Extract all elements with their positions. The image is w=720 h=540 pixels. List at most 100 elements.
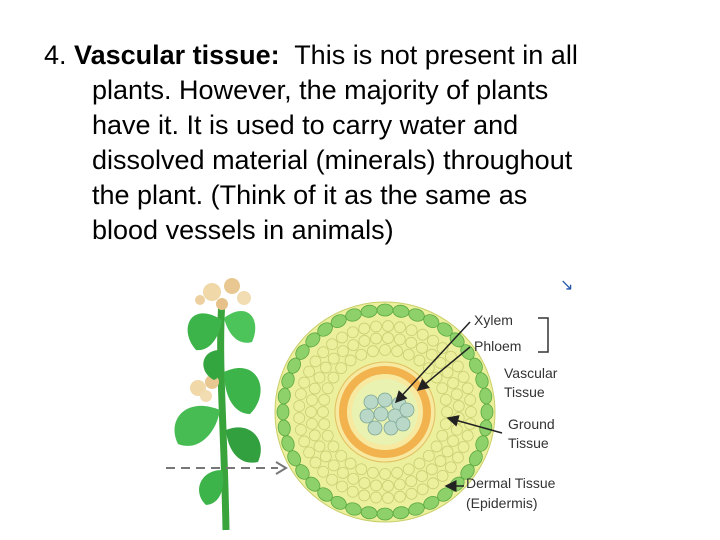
ground-cell xyxy=(358,477,371,489)
ground-cell xyxy=(319,361,332,374)
ground-cell xyxy=(452,400,465,412)
slide-body-text: 4. Vascular tissue: This is not present … xyxy=(44,38,694,248)
ground-cell xyxy=(427,334,439,347)
ground-cell xyxy=(394,321,406,334)
text-line-5: the plant. (Think of it as the same as xyxy=(92,180,528,210)
ground-cell xyxy=(319,450,332,463)
ground-cell xyxy=(382,332,394,344)
ground-cell xyxy=(405,475,418,488)
ground-cell xyxy=(327,440,340,453)
ground-cell xyxy=(346,326,359,339)
label-vascular-1: Vascular xyxy=(504,365,558,381)
text-line-6: blood vessels in animals) xyxy=(92,215,394,245)
stem-cross-section xyxy=(274,301,496,523)
ground-cell xyxy=(336,331,348,344)
label-dermal-1: Dermal Tissue xyxy=(466,475,556,491)
ground-cell xyxy=(367,466,379,479)
ground-cell xyxy=(358,335,371,347)
tiny-cursor-mark: ↘ xyxy=(560,277,573,294)
ground-cell xyxy=(422,362,435,375)
ground-cell xyxy=(436,429,449,442)
ground-cell xyxy=(416,328,429,341)
ground-cell xyxy=(379,344,391,356)
ground-cell xyxy=(394,490,406,503)
ground-cell xyxy=(355,463,368,476)
text-line-1: This is not present in all xyxy=(294,40,578,70)
ground-cell xyxy=(326,338,338,351)
ground-cell xyxy=(306,417,318,430)
ground-cell xyxy=(416,342,428,354)
ground-cell xyxy=(447,435,459,447)
label-vascular-2: Tissue xyxy=(504,384,545,400)
xylem-cell xyxy=(395,416,411,432)
xylem-cell xyxy=(373,406,389,422)
ground-cell xyxy=(447,377,459,389)
ground-cell xyxy=(465,406,477,418)
ground-cell xyxy=(298,376,311,389)
label-dermal-2: (Epidermis) xyxy=(466,495,538,511)
ground-cell xyxy=(303,446,315,459)
ground-cell xyxy=(444,461,457,474)
ground-cell xyxy=(318,394,331,406)
epidermis-cell xyxy=(376,303,394,317)
xylem-cell xyxy=(399,402,415,418)
ground-cell xyxy=(370,320,382,333)
ground-cell xyxy=(358,322,371,335)
ground-cell xyxy=(439,394,452,406)
ground-cell xyxy=(434,455,447,467)
ground-cell xyxy=(457,441,470,453)
ground-cell xyxy=(347,339,360,352)
ground-cell xyxy=(370,332,382,345)
ground-cell xyxy=(422,449,435,462)
ground-cell xyxy=(416,483,429,496)
leaf xyxy=(199,470,224,505)
ground-cell xyxy=(306,394,318,407)
ground-cell xyxy=(327,352,340,365)
ground-cell xyxy=(382,480,394,492)
ground-cell xyxy=(294,388,307,401)
ground-cell xyxy=(298,435,311,448)
item-number: 4. xyxy=(44,40,67,70)
epidermis-cell xyxy=(479,387,493,405)
leaf xyxy=(187,313,222,351)
ground-cell xyxy=(393,333,406,346)
ground-cell xyxy=(313,440,326,453)
ground-cell xyxy=(402,463,415,476)
label-phloem: Phloem xyxy=(474,338,521,354)
ground-cell xyxy=(464,418,477,430)
ground-cell xyxy=(405,336,418,349)
flower-cluster-top xyxy=(195,278,251,310)
ground-cell xyxy=(391,466,403,479)
ground-cell xyxy=(391,345,403,358)
ground-cell xyxy=(337,345,349,357)
ground-cell xyxy=(441,366,454,379)
arrow-xylem xyxy=(394,321,471,404)
ground-cell xyxy=(405,324,418,337)
leaf xyxy=(174,405,220,446)
epidermis-cell-ring xyxy=(276,303,494,521)
heading-vascular-tissue: Vascular tissue: xyxy=(74,40,280,70)
label-ground-2: Tissue xyxy=(508,435,549,451)
ground-cell xyxy=(317,465,330,478)
epidermis-cell xyxy=(480,403,494,421)
ground-cell xyxy=(326,473,338,486)
ground-cell xyxy=(370,491,382,504)
ground-tissue-cells xyxy=(293,320,477,504)
ground-cell xyxy=(355,348,368,361)
ground-cell xyxy=(346,485,359,498)
text-line-4: dissolved material (minerals) throughout xyxy=(92,145,573,175)
ground-cell xyxy=(344,354,357,367)
ground-cell xyxy=(305,406,317,418)
ground-cell xyxy=(317,346,330,359)
ground-cell xyxy=(413,457,426,470)
text-line-2: plants. However, the majority of plants xyxy=(92,75,549,105)
flower-cluster-middle xyxy=(190,375,219,402)
ground-cell xyxy=(318,418,331,430)
ground-cell xyxy=(347,472,360,485)
ground-cell xyxy=(303,365,315,378)
ground-cell xyxy=(441,445,454,458)
ground-cell xyxy=(461,429,474,442)
ground-cell xyxy=(430,371,443,384)
xylem-cell xyxy=(367,420,383,436)
